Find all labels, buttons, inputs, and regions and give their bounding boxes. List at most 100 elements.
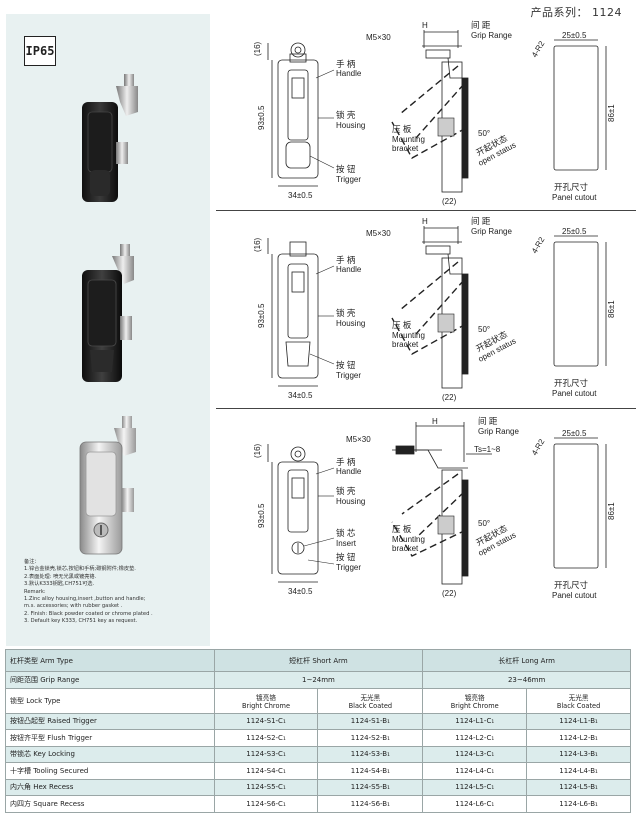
spec-table: 杠杆类型 Arm Type 短杠杆 Short Arm 长杠杆 Long Arm… — [5, 649, 631, 813]
dim-25: 25±0.5 — [562, 31, 587, 40]
table-row: 内四方 Square Recess 1124-S6-C₁ 1124-S6-B₁ … — [5, 795, 631, 813]
label-cutout-cn: 开孔尺寸 — [554, 378, 589, 388]
cell-row-label: 按钮凸起型 Raised Trigger — [5, 712, 215, 730]
cell-part-number: 1124-S2-B₁ — [317, 729, 424, 747]
dim-angle: 50° — [478, 325, 490, 334]
label-insert-en: Insert — [336, 539, 357, 548]
note-line: Remark: — [24, 588, 46, 595]
dim-r2: 4-R2 — [530, 39, 547, 59]
dim-h: H — [422, 21, 428, 30]
dim-22: (22) — [442, 393, 457, 402]
label-housing-cn: 锁 壳 — [336, 486, 356, 496]
label-trigger-en: Trigger — [336, 175, 361, 184]
dim-34: 34±0.5 — [288, 191, 313, 200]
label-bracket-en2: bracket — [392, 340, 419, 349]
cell-short-arm: 短杠杆 Short Arm — [213, 649, 424, 672]
cell-part-number: 1124-S3-C₁ — [213, 745, 319, 763]
diagram-separator — [216, 408, 636, 409]
dim-m5: M5×30 — [366, 33, 391, 42]
note-line: 2. Finish: Black powder coated or chrome… — [24, 610, 153, 617]
cell-long-arm: 长杠杆 Long Arm — [422, 649, 631, 672]
product-photo-black-flush — [82, 244, 134, 382]
cell-part-number: 1124-L5-C₁ — [422, 778, 528, 796]
label-bracket-en1: Mounting — [392, 535, 425, 544]
dim-16: (16) — [253, 237, 262, 252]
ip-rating-badge: IP65 — [24, 36, 56, 66]
label-bracket-en2: bracket — [392, 544, 419, 553]
cell-arm-type: 杠杆类型 Arm Type — [5, 649, 215, 672]
dim-86: 86±1 — [607, 502, 616, 520]
dim-86: 86±1 — [607, 300, 616, 318]
label-cutout-en: Panel cutout — [552, 193, 597, 202]
cell-part-number: 1124-L6-B₁ — [526, 795, 631, 813]
dim-h: H — [422, 217, 428, 226]
label-trigger-en: Trigger — [336, 371, 361, 380]
label-bracket-en1: Mounting — [392, 135, 425, 144]
dim-angle: 50° — [478, 129, 490, 138]
cell-row-label: 按钮齐平型 Flush Trigger — [5, 729, 215, 747]
cell-row-label: 内六角 Hex Recess — [5, 778, 215, 796]
remarks-notes: 备注： 1.锌合金锁壳,锁芯,按钮和手柄;碳钢附件;橡皮垫. 2.表面处理: 喷… — [24, 559, 210, 626]
dim-86: 86±1 — [607, 104, 616, 122]
cell-part-number: 1124-S4-B₁ — [317, 762, 424, 780]
note-line: 2.表面处理: 喷无光黑或镀亮铬. — [24, 573, 97, 580]
label-handle-en: Handle — [336, 467, 362, 476]
cell-part-number: 1124-S5-C₁ — [213, 778, 319, 796]
technical-drawing-key-locking: (16) 93±0.5 34±0.5 手 柄 Handle 锁 壳 Housin… — [216, 412, 636, 606]
label-grip-en: Grip Range — [471, 227, 512, 236]
cell-lock-type: 锁型 Lock Type — [5, 687, 215, 714]
diagram-separator — [216, 210, 636, 211]
technical-drawing-flush-trigger: (16) 93±0.5 34±0.5 手 柄 Handle 锁 壳 Housin… — [216, 214, 636, 406]
cell-part-number: 1124-L1-C₁ — [422, 712, 528, 730]
cell-part-number: 1124-S6-B₁ — [317, 795, 424, 813]
cell-part-number: 1124-L4-C₁ — [422, 762, 528, 780]
label-grip-cn: 间 距 — [471, 216, 491, 226]
cell-short-grip: 1~24mm — [213, 671, 424, 689]
note-line: 1.Zinc alloy housing,insert ,button and … — [24, 596, 146, 603]
label-cutout-en: Panel cutout — [552, 389, 597, 398]
cell-row-label: 内四方 Square Recess — [5, 795, 215, 813]
table-row: 按钮齐平型 Flush Trigger 1124-S2-C₁ 1124-S2-B… — [5, 729, 631, 747]
note-line: 3.默认K333钥匙,CH751可选. — [24, 581, 95, 588]
dim-16: (16) — [253, 41, 262, 56]
dim-16: (16) — [253, 443, 262, 458]
table-row: 带锁芯 Key Locking 1124-S3-C₁ 1124-S3-B₁ 11… — [5, 745, 631, 763]
label-insert-cn: 锁 芯 — [336, 528, 356, 538]
note-line: m.s. accessories; with rubber gasket . — [24, 603, 123, 610]
dim-r2: 4-R2 — [530, 437, 547, 457]
cell-part-number: 1124-L2-C₁ — [422, 729, 528, 747]
label-housing-en: Housing — [336, 121, 365, 130]
cell-grip-range: 间距范围 Grip Range — [5, 671, 215, 689]
cell-part-number: 1124-L4-B₁ — [526, 762, 631, 780]
cell-part-number: 1124-S3-B₁ — [317, 745, 424, 763]
label-handle-en: Handle — [336, 265, 362, 274]
label-grip-cn: 间 距 — [471, 20, 491, 30]
technical-drawing-raised-trigger: (16) 93±0.5 34±0.5 手 柄 Handle 锁 壳 Housin… — [216, 18, 636, 210]
dim-25: 25±0.5 — [562, 227, 587, 236]
label-trigger-cn: 按 钮 — [336, 164, 356, 174]
dim-25: 25±0.5 — [562, 429, 587, 438]
label-trigger-en: Trigger — [336, 563, 361, 572]
table-row: 按钮凸起型 Raised Trigger 1124-S1-C₁ 1124-S1-… — [5, 712, 631, 730]
cell-part-number: 1124-L3-C₁ — [422, 745, 528, 763]
dim-ts: Ts=1~8 — [474, 445, 501, 454]
label-housing-en: Housing — [336, 319, 365, 328]
cell-part-number: 1124-S1-C₁ — [213, 712, 319, 730]
dim-m5: M5×30 — [366, 229, 391, 238]
dim-93: 93±0.5 — [257, 503, 266, 528]
label-bracket-en1: Mounting — [392, 331, 425, 340]
label-handle-cn: 手 柄 — [336, 255, 356, 265]
dim-93: 93±0.5 — [257, 105, 266, 130]
table-row: 杠杆类型 Arm Type 短杠杆 Short Arm 长杠杆 Long Arm — [5, 649, 631, 672]
label-trigger-cn: 按 钮 — [336, 552, 356, 562]
product-photo-panel: IP65 — [6, 14, 210, 646]
cell-part-number: 1124-S4-C₁ — [213, 762, 319, 780]
dim-m5: M5×30 — [346, 435, 371, 444]
label-trigger-cn: 按 钮 — [336, 360, 356, 370]
label-grip-en: Grip Range — [478, 427, 519, 436]
cell-part-number: 1124-L5-B₁ — [526, 778, 631, 796]
